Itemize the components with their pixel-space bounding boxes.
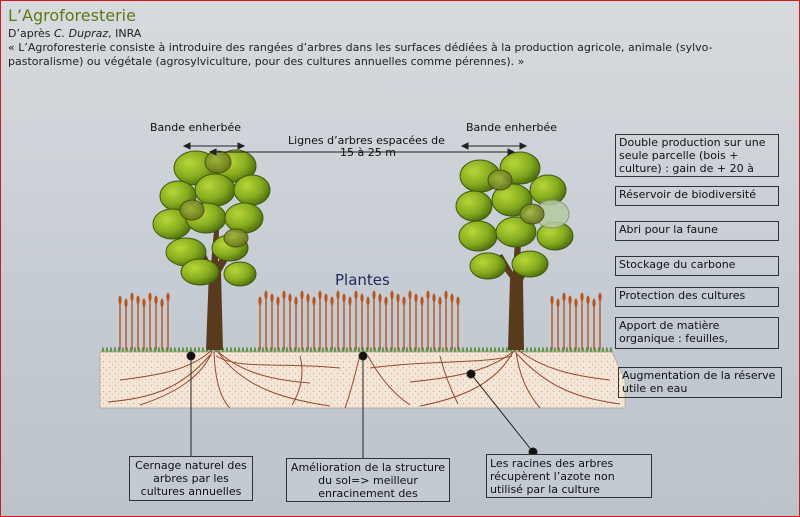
tree-right	[455, 151, 574, 350]
benefit-organic-matter: Apport de matière organique : feuilles,	[615, 317, 779, 349]
callout-root-pruning: Cernage naturel des arbres par les cultu…	[129, 456, 253, 501]
plants-label: Plantes	[335, 271, 390, 289]
benefit-double-production: Double production sur une seule parcelle…	[615, 134, 779, 177]
tree-spacing-label: 15 à 25 m	[340, 146, 396, 159]
benefit-wildlife-shelter: Abri pour la faune	[615, 221, 779, 241]
callout-leaders	[186, 351, 538, 458]
tree-left	[152, 149, 271, 350]
crop-rows	[118, 290, 602, 350]
benefit-biodiversity: Réservoir de biodiversité	[615, 186, 779, 206]
definition-quote: « L’Agroforesterie consiste à introduire…	[8, 41, 713, 68]
page-title: L’Agroforesterie	[8, 6, 136, 25]
grass-strips	[101, 346, 613, 353]
benefit-water-reserve: Augmentation de la réserve utile en eau	[618, 367, 782, 398]
tree-lines-label: Lignes d’arbres espacées de	[288, 134, 445, 147]
benefit-carbon-storage: Stockage du carbone	[615, 256, 779, 276]
band-label-left: Bande enherbée	[150, 121, 242, 134]
subtitle-suffix: , INRA	[108, 27, 142, 40]
band-label-right: Bande enherbée	[466, 121, 558, 134]
spacing-arrows	[182, 142, 528, 156]
benefit-crop-protection: Protection des cultures	[615, 287, 779, 307]
subtitle-prefix: D’après	[8, 27, 54, 40]
page-subtitle: D’après C. Dupraz, INRA	[8, 27, 141, 40]
subtitle-author: C. Dupraz	[53, 27, 109, 40]
callout-nitrogen: Les racines des arbres récupèrent l’azot…	[486, 454, 652, 498]
callout-soil-structure: Amélioration de la structure du sol=> me…	[286, 458, 450, 502]
